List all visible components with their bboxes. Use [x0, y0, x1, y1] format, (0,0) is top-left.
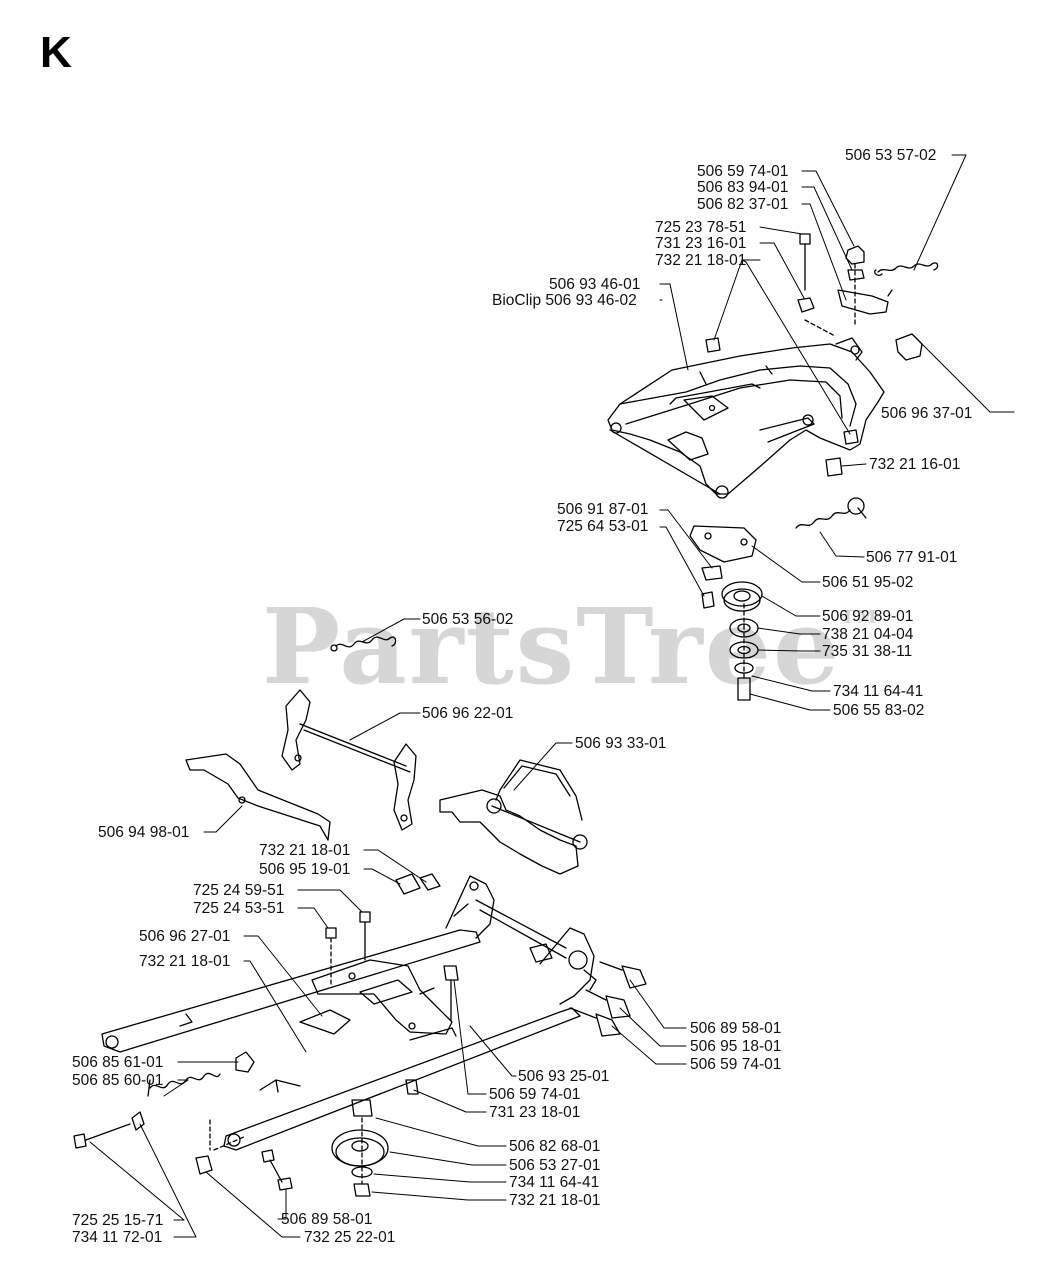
part-label: 506 93 46-01	[549, 276, 641, 293]
part-label: 506 59 74-01	[690, 1056, 782, 1073]
part-label: 734 11 72-01	[72, 1229, 163, 1246]
part-label: 734 11 64-41	[509, 1174, 600, 1191]
part-label: 506 83 94-01	[697, 179, 789, 196]
part-label: 506 96 37-01	[881, 405, 973, 422]
part-label: 725 24 59-51	[193, 882, 285, 899]
main-frame	[102, 876, 596, 1150]
part-label: 506 82 68-01	[509, 1138, 601, 1155]
part-label: 506 96 22-01	[422, 705, 514, 722]
part-label: 738 21 04-04	[822, 626, 914, 643]
top-hardware	[706, 234, 938, 476]
part-label: 506 96 27-01	[139, 928, 231, 945]
part-label: 732 21 18-01	[139, 953, 231, 970]
bottom-hardware	[74, 874, 646, 1196]
part-label: 506 93 33-01	[575, 735, 667, 752]
part-label: 506 85 61-01	[72, 1054, 164, 1071]
part-label: 731 23 16-01	[655, 235, 747, 252]
part-label: 732 21 18-01	[655, 252, 747, 269]
watermark-trademark: TM	[841, 607, 879, 628]
part-label: 731 23 18-01	[489, 1104, 581, 1121]
part-label: 506 85 60-01	[72, 1072, 164, 1089]
idler-pulley-group	[690, 498, 866, 700]
part-label: 506 94 98-01	[98, 824, 190, 841]
part-label: 732 21 18-01	[259, 842, 351, 859]
part-label: 506 95 19-01	[259, 861, 351, 878]
part-label: 735 31 38-11	[822, 643, 913, 660]
part-label: 506 89 58-01	[690, 1020, 782, 1037]
part-label: 506 91 87-01	[557, 501, 649, 518]
part-label: 725 23 78-51	[655, 219, 747, 236]
part-label: 506 95 18-01	[690, 1038, 782, 1055]
part-label: 732 21 16-01	[869, 456, 961, 473]
section-letter: K	[40, 28, 72, 77]
part-label: 725 64 53-01	[557, 518, 649, 535]
part-label: 732 25 22-01	[304, 1229, 396, 1246]
part-label: 506 59 74-01	[489, 1086, 581, 1103]
part-label: 506 53 27-01	[509, 1157, 601, 1174]
part-label: 506 82 37-01	[697, 196, 789, 213]
part-label: BioClip 506 93 46-02	[492, 292, 637, 309]
part-label: 725 24 53-51	[193, 900, 285, 917]
part-label: 506 53 57-02	[845, 147, 937, 164]
middle-linkage	[186, 637, 587, 874]
part-label: 506 55 83-02	[833, 702, 925, 719]
part-label: 725 25 15-71	[72, 1212, 164, 1229]
part-label: 506 89 58-01	[281, 1211, 373, 1228]
part-label: 506 59 74-01	[697, 163, 789, 180]
part-label: 732 21 18-01	[509, 1192, 601, 1209]
part-label: 506 92 89-01	[822, 608, 914, 625]
leader-lines	[90, 155, 1014, 1237]
part-label: 506 51 95-02	[822, 574, 914, 591]
lift-bracket-frame	[608, 338, 884, 498]
part-label: 734 11 64-41	[833, 683, 924, 700]
part-label: 506 93 25-01	[518, 1068, 610, 1085]
part-label: 506 77 91-01	[866, 549, 958, 566]
part-label: 506 53 56-02	[422, 611, 514, 628]
